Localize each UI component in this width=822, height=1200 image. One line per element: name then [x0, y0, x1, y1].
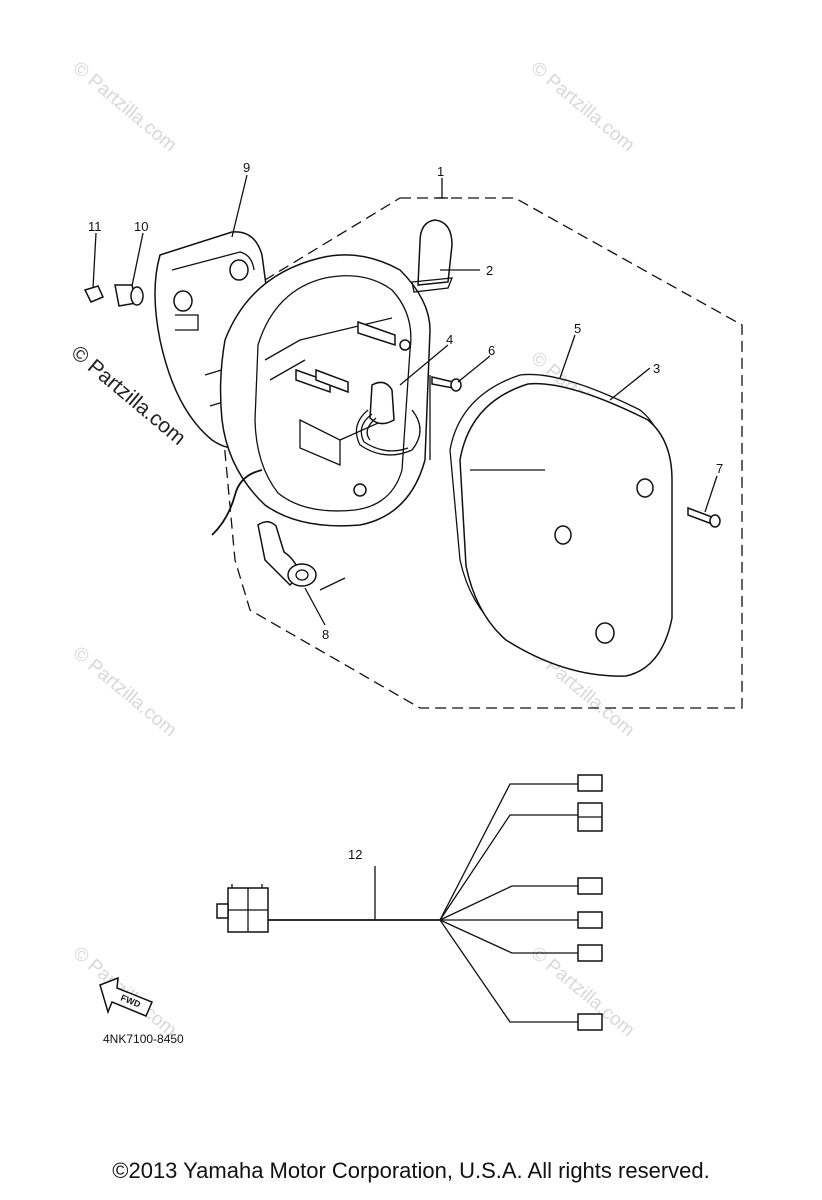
callout-10: 10: [134, 219, 148, 234]
callout-4: 4: [446, 332, 453, 347]
callout-6: 6: [488, 343, 495, 358]
watermark-1: © Partzilla.com: [69, 58, 181, 156]
diagram-code: 4NK7100-8450: [103, 1032, 184, 1046]
callout-9: 9: [243, 160, 250, 175]
callout-11: 11: [88, 219, 102, 234]
leader-lines: [92, 174, 718, 626]
watermark-4: © Partzilla.com: [69, 643, 181, 741]
part-4-socket: [355, 381, 421, 456]
callout-12: 12: [348, 847, 362, 862]
watermark-2: © Partzilla.com: [527, 58, 639, 156]
callout-8: 8: [322, 627, 329, 642]
part-2-bulb: [411, 219, 454, 293]
callout-1: 1: [437, 164, 444, 179]
wire-lead: [211, 469, 263, 536]
assembly-boundary: [221, 197, 743, 709]
callout-5: 5: [574, 321, 581, 336]
callout-numbers: 1 2 3 4 5 6 7 8 9 10 11 12: [88, 160, 723, 862]
callout-7: 7: [716, 461, 723, 476]
part-7-screw: [687, 506, 721, 528]
copyright-notice: ©2013 Yamaha Motor Corporation, U.S.A. A…: [112, 1158, 710, 1183]
part-10-grommet: [114, 284, 144, 307]
callout-2: 2: [486, 263, 493, 278]
fwd-arrow: FWD: [99, 976, 153, 1017]
part-11-nut: [83, 285, 105, 303]
part-6-screw: [431, 376, 462, 392]
callout-3: 3: [653, 361, 660, 376]
part-3-lens: [459, 382, 673, 677]
lamp-housing: [219, 254, 431, 527]
part-12-wire-harness: [216, 774, 603, 1031]
part-8-grommet: [257, 521, 317, 587]
